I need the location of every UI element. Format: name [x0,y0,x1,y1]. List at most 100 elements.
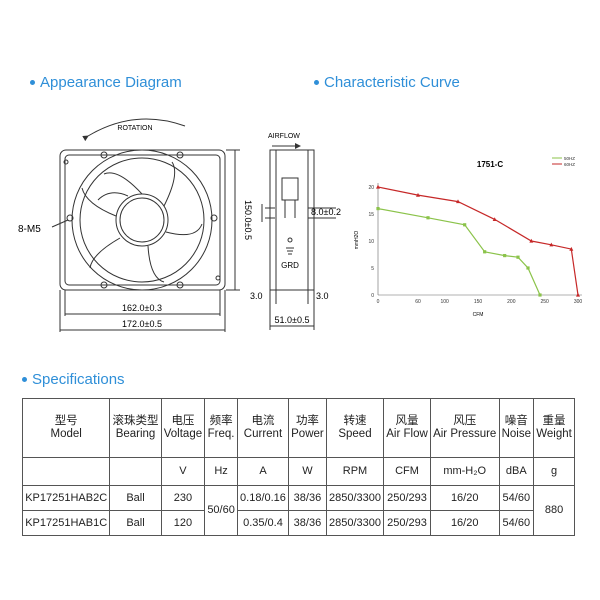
data-point [416,192,420,197]
table-row: KP17251HAB1C Ball 120 0.35/0.4 38/36 285… [21,510,575,536]
appearance-section-title: Appearance Diagram [30,74,182,91]
y-tick-label: 15 [368,212,374,218]
data-point [503,253,507,258]
y-tick-label: 20 [368,185,374,191]
y-tick-label: 10 [368,239,374,245]
ground-label: GRD [281,261,299,270]
side-right-dimension: 3.0 [316,291,329,301]
x-tick-label: 60 [415,299,421,305]
fan-side-view [261,149,315,291]
header-zh: 风压 [453,415,477,427]
height-dimension: 150.0±0.5 [243,200,253,240]
data-point [426,216,430,220]
bullet-icon [314,80,319,85]
airflow-cell: 250/293 [383,510,431,536]
header-en: Power [291,428,324,440]
y-tick-label: 0 [371,293,374,299]
header-en: Current [243,428,283,440]
header-en: Model [50,428,82,440]
curve-title-text: Characteristic Curve [324,74,460,91]
speed-cell: 2850/3300 [325,485,385,511]
data-point [463,223,467,227]
data-point [516,255,520,259]
unit-cell: RPM [325,457,385,486]
side-left-dimension: 3.0 [250,291,263,301]
x-tick-label: 100 [440,299,449,305]
side-depth-dimension: 51.0±0.5 [275,315,310,325]
bearing-cell: Ball [109,485,162,511]
unit-cell: Hz [204,457,238,486]
x-tick-label: 250 [540,299,549,305]
legend-entry: 60HZ [564,162,575,167]
bullet-icon [30,80,35,85]
model-cell: KP17251HAB1C [21,510,111,536]
header-en: Air Flow [386,428,428,440]
fan-front-view [59,149,226,291]
data-point [538,293,542,297]
weight-cell: 880 [533,485,575,536]
header-en: Noise [501,428,531,440]
y-tick-label: 5 [371,266,374,272]
current-cell: 0.35/0.4 [236,510,290,536]
data-point [569,246,574,251]
data-point [526,266,530,270]
header-en: Weight [536,428,572,440]
power-cell: 38/36 [288,485,327,511]
airflow-label: AIRFLOW [268,133,300,140]
rotation-label: ROTATION [117,125,152,132]
header-zh: 转速 [343,415,367,427]
voltage-cell: 230 [160,485,206,511]
unit-cell: A [236,457,290,486]
header-en: Air Pressure [433,428,497,440]
noise-cell: 54/60 [498,485,535,511]
data-point [492,217,497,221]
data-point [456,199,460,204]
series-line-60HZ [377,186,579,296]
data-point [529,238,534,243]
chart-title: 1751-C [477,160,503,169]
header-en: Bearing [115,428,156,440]
pressure-cell: 16/20 [429,485,500,511]
unit-cell [109,457,162,486]
header-en: Freq. [207,428,235,440]
header-zh: 风量 [395,415,419,427]
appearance-title-text: Appearance Diagram [40,74,182,91]
bullet-icon [22,377,27,382]
x-tick-label: 300 [574,299,583,305]
header-zh: 电压 [171,415,195,427]
rotation-arrow-icon [82,118,186,142]
unit-cell: V [160,457,206,486]
header-en: Voltage [163,428,203,440]
unit-cell: dBA [498,457,535,486]
x-axis-label: CFM [473,312,484,318]
curve-section-title: Characteristic Curve [314,74,460,91]
appearance-diagram: ROTATION AIRFLOW 8-M5 150.0±0.5 162.0±0.… [18,118,341,332]
header-zh: 噪音 [504,415,528,427]
current-cell: 0.18/0.16 [236,485,290,511]
unit-cell [21,457,111,486]
unit-cell: g [533,457,575,486]
header-en: Speed [338,428,372,440]
data-point [549,242,554,247]
outer-width-dimension: 172.0±0.5 [122,319,162,329]
data-point [576,292,580,297]
airflow-cell: 250/293 [383,485,431,511]
header-zh: 电流 [251,415,275,427]
x-tick-label: 200 [507,299,516,305]
data-point [376,184,380,189]
